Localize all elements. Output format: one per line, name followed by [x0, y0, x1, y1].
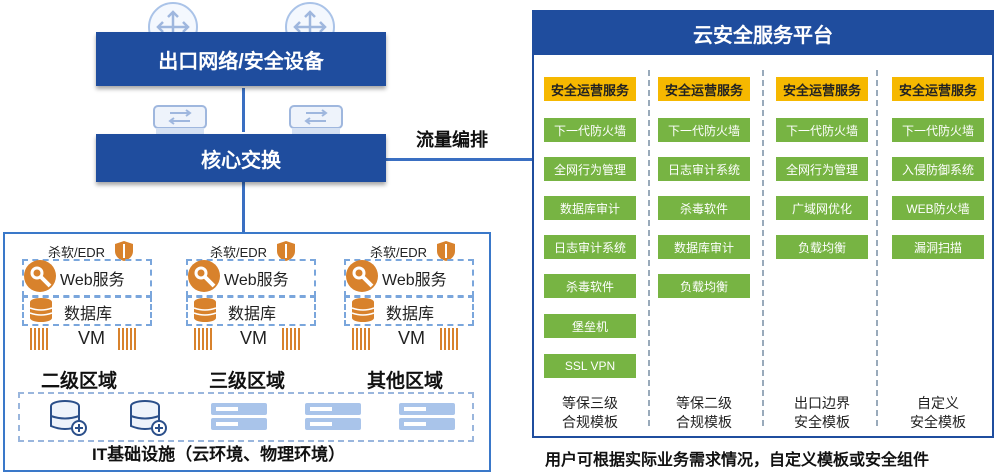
zone-db-label: 数据库 [386, 306, 435, 323]
zone-web-label: Web服务 [382, 272, 447, 289]
service-item: 全网行为管理 [776, 157, 868, 181]
vm-stripes-icon [30, 328, 50, 350]
zone-web-label: Web服务 [224, 272, 289, 289]
template-footer-line: 自定义 [917, 395, 959, 411]
zone-vm-label: VM [398, 328, 425, 348]
zone-db-label: 数据库 [64, 306, 113, 323]
service-header: 安全运营服务 [892, 77, 984, 101]
zone-db-box [186, 296, 316, 326]
zone-vm-label: VM [78, 328, 105, 348]
template-footer-line: 合规模板 [562, 414, 618, 430]
zone-web-label: Web服务 [60, 272, 125, 289]
orchestration-label: 流量编排 [416, 130, 488, 150]
infra-box [18, 392, 474, 442]
shield-icon [114, 240, 134, 267]
egress-network-bar: 出口网络/安全设备 [96, 32, 386, 86]
service-item: WEB防火墙 [892, 196, 984, 220]
service-item: 杀毒软件 [658, 196, 750, 220]
template-footer-line: 安全模板 [794, 414, 850, 430]
platform-title: 云安全服务平台 [693, 25, 833, 47]
service-item: 全网行为管理 [544, 157, 636, 181]
server-icon [304, 402, 362, 437]
column-divider [876, 70, 878, 426]
vm-stripes-icon [440, 328, 460, 350]
vm-stripes-icon [194, 328, 214, 350]
column-divider [648, 70, 650, 426]
service-item: 下一代防火墙 [544, 118, 636, 142]
core-switch-bar: 核心交换 [96, 134, 386, 182]
web-service-icon [22, 258, 58, 299]
storage-add-icon [48, 398, 88, 443]
service-item: 广域网优化 [776, 196, 868, 220]
zone-av-label: 杀软/EDR [370, 245, 428, 260]
zone-name: 二级区域 [40, 371, 117, 392]
service-item: 日志审计系统 [658, 157, 750, 181]
web-service-icon [186, 258, 222, 299]
database-icon [192, 297, 218, 328]
column-divider [762, 70, 764, 426]
service-item: 堡垒机 [544, 314, 636, 338]
template-footer: 自定义 安全模板 [883, 394, 993, 432]
line-core-platform [386, 158, 534, 161]
template-footer-line: 等保三级 [562, 395, 618, 411]
service-header: 安全运营服务 [658, 77, 750, 101]
service-item: 日志审计系统 [544, 235, 636, 259]
service-item: 入侵防御系统 [892, 157, 984, 181]
template-footer-line: 等保二级 [676, 395, 732, 411]
server-icon [398, 402, 456, 437]
database-icon [28, 297, 54, 328]
service-item: 数据库审计 [544, 196, 636, 220]
vm-stripes-icon [282, 328, 302, 350]
line-egress-core [242, 88, 245, 132]
server-icon [210, 402, 268, 437]
zone-name: 其他区域 [366, 371, 443, 392]
template-footer-line: 出口边界 [794, 395, 850, 411]
zone-vm-label: VM [240, 328, 267, 348]
shield-icon [276, 240, 296, 267]
zone-name: 三级区域 [208, 371, 285, 392]
platform-footnote: 用户可根据实际业务需求情况，自定义模板或安全组件 [545, 452, 930, 469]
zone-av-label: 杀软/EDR [48, 245, 106, 260]
template-footer: 等保二级 合规模板 [649, 394, 759, 432]
service-item: 负载均衡 [658, 274, 750, 298]
vm-stripes-icon [352, 328, 372, 350]
service-item: 漏洞扫描 [892, 235, 984, 259]
service-item: 杀毒软件 [544, 274, 636, 298]
storage-add-icon [128, 398, 168, 443]
zone-av-label: 杀软/EDR [210, 245, 268, 260]
switch-icon [152, 104, 208, 138]
template-footer-line: 安全模板 [910, 414, 966, 430]
database-icon [350, 297, 376, 328]
service-item: 下一代防火墙 [892, 118, 984, 142]
service-item: 下一代防火墙 [776, 118, 868, 142]
line-core-zones [242, 181, 245, 233]
service-item: 下一代防火墙 [658, 118, 750, 142]
service-header: 安全运营服务 [776, 77, 868, 101]
service-header: 安全运营服务 [544, 77, 636, 101]
service-item: 负载均衡 [776, 235, 868, 259]
service-item: SSL VPN [544, 354, 636, 378]
zone-db-box [22, 296, 152, 326]
switch-icon [288, 104, 344, 138]
template-footer-line: 合规模板 [676, 414, 732, 430]
shield-icon [436, 240, 456, 267]
vm-stripes-icon [118, 328, 138, 350]
core-label: 核心交换 [201, 149, 281, 172]
web-service-icon [344, 258, 380, 299]
egress-label: 出口网络/安全设备 [158, 50, 324, 73]
infra-label: IT基础设施（云环境、物理环境） [92, 445, 346, 464]
platform-header: 云安全服务平台 [534, 12, 992, 55]
service-item: 数据库审计 [658, 235, 750, 259]
template-footer: 等保三级 合规模板 [535, 394, 645, 432]
zone-db-box [344, 296, 474, 326]
zone-db-label: 数据库 [228, 306, 277, 323]
template-footer: 出口边界 安全模板 [767, 394, 877, 432]
